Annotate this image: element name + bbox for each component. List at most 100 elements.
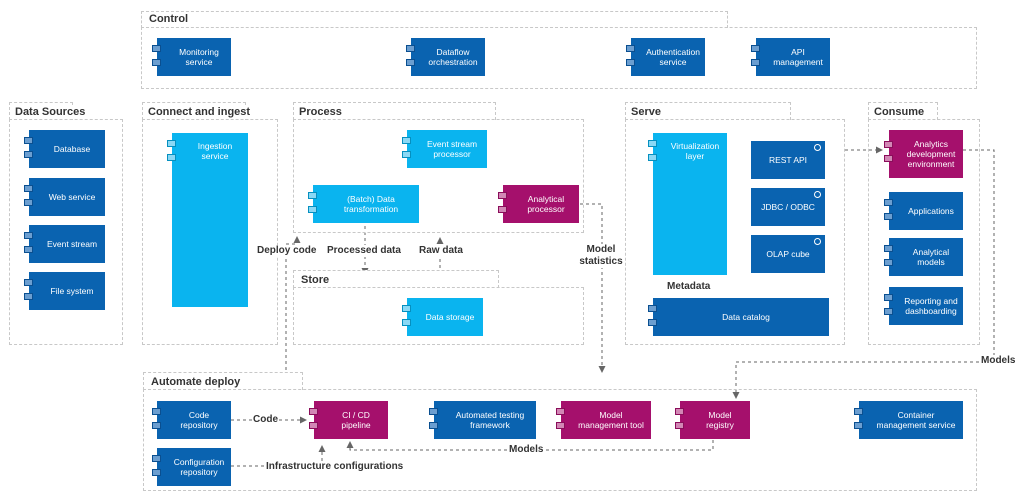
component-icon — [24, 137, 33, 144]
component-icon — [402, 305, 411, 312]
component-icon — [24, 199, 33, 206]
batch-data-transformation[interactable]: (Batch) Data transformation — [313, 185, 419, 223]
component-icon — [406, 59, 415, 66]
code-label: Code — [253, 414, 278, 426]
component-icon — [626, 59, 635, 66]
component-icon — [675, 422, 684, 429]
component-icon — [24, 246, 33, 253]
container-management-service[interactable]: Container management service — [859, 401, 963, 439]
component-icon — [884, 245, 893, 252]
component-icon — [884, 308, 893, 315]
interface-port-icon — [814, 144, 821, 151]
component-icon — [308, 192, 317, 199]
component-icon — [626, 45, 635, 52]
consume-group-title: Consume — [871, 105, 928, 119]
component-icon — [152, 408, 161, 415]
data-sources-group-title: Data Sources — [12, 105, 89, 119]
processed-data-label: Processed data — [327, 245, 401, 257]
component-icon — [402, 137, 411, 144]
component-icon — [429, 408, 438, 415]
component-icon — [402, 151, 411, 158]
analytical-models[interactable]: Analytical models — [889, 238, 963, 276]
cicd-pipeline[interactable]: CI / CD pipeline — [314, 401, 388, 439]
component-icon — [884, 294, 893, 301]
component-icon — [648, 305, 657, 312]
event-stream-source[interactable]: Event stream — [29, 225, 105, 263]
analytical-processor[interactable]: Analytical processor — [503, 185, 579, 223]
virtualization-layer[interactable]: Virtualization layer — [653, 133, 727, 275]
automate-deploy-group — [143, 389, 977, 491]
component-icon — [167, 140, 176, 147]
component-icon — [309, 408, 318, 415]
model-registry[interactable]: Model registry — [680, 401, 750, 439]
component-icon — [751, 59, 760, 66]
jdbc-odbc[interactable]: JDBC / ODBC — [751, 188, 825, 226]
store-group-title: Store — [298, 273, 333, 287]
data-catalog[interactable]: Data catalog — [653, 298, 829, 336]
edge-model-statistics — [580, 203, 606, 373]
data-storage[interactable]: Data storage — [407, 298, 483, 336]
process-group — [293, 119, 584, 233]
component-icon — [24, 293, 33, 300]
component-icon — [152, 422, 161, 429]
authentication-service[interactable]: Authentication service — [631, 38, 705, 76]
ingestion-service[interactable]: Ingestion service — [172, 133, 248, 307]
model-management-tool[interactable]: Model management tool — [561, 401, 651, 439]
interface-port-icon — [814, 191, 821, 198]
raw-data-label: Raw data — [419, 245, 463, 257]
applications[interactable]: Applications — [889, 192, 963, 230]
file-system-source[interactable]: File system — [29, 272, 105, 310]
component-icon — [854, 422, 863, 429]
olap-cube[interactable]: OLAP cube — [751, 235, 825, 273]
database-source[interactable]: Database — [29, 130, 105, 168]
api-management[interactable]: API management — [756, 38, 830, 76]
component-icon — [675, 408, 684, 415]
model-statistics-label: Model statistics — [577, 244, 625, 268]
reporting-dashboarding[interactable]: Reporting and dashboarding — [889, 287, 963, 325]
component-icon — [648, 154, 657, 161]
event-stream-processor[interactable]: Event stream processor — [407, 130, 487, 168]
interface-port-icon — [814, 238, 821, 245]
control-group-title: Control — [146, 12, 192, 26]
component-icon — [854, 408, 863, 415]
code-repository[interactable]: Code repository — [157, 401, 231, 439]
connect-ingest-group-title: Connect and ingest — [145, 105, 254, 119]
connect-ingest-group — [142, 119, 278, 345]
component-icon — [556, 422, 565, 429]
serve-group-title: Serve — [628, 105, 664, 119]
dataflow-orchestration[interactable]: Dataflow orchestration — [411, 38, 485, 76]
web-service-source[interactable]: Web service — [29, 178, 105, 216]
monitoring-service[interactable]: Monitoring service — [157, 38, 231, 76]
models-right-label: Models — [981, 355, 1016, 367]
process-group-title: Process — [296, 105, 345, 119]
component-icon — [429, 422, 438, 429]
component-icon — [884, 141, 893, 148]
analytics-development-environment[interactable]: Analytics development environment — [889, 130, 963, 178]
serve-group-tab — [625, 102, 791, 120]
store-group — [293, 287, 584, 345]
component-icon — [556, 408, 565, 415]
rest-api[interactable]: REST API — [751, 141, 825, 179]
component-icon — [308, 206, 317, 213]
component-icon — [309, 422, 318, 429]
component-icon — [884, 213, 893, 220]
serve-group — [625, 119, 845, 345]
metadata-label: Metadata — [667, 281, 711, 293]
models-bottom-label: Models — [509, 444, 544, 456]
store-group-tab — [293, 270, 499, 288]
component-icon — [406, 45, 415, 52]
component-icon — [402, 319, 411, 326]
control-group — [141, 27, 977, 89]
component-icon — [884, 155, 893, 162]
deploy-code-label: Deploy code — [257, 245, 317, 257]
component-icon — [24, 185, 33, 192]
configuration-repository[interactable]: Configuration repository — [157, 448, 231, 486]
component-icon — [498, 192, 507, 199]
component-icon — [884, 259, 893, 266]
automate-deploy-group-title: Automate deploy — [148, 375, 244, 389]
automated-testing-framework[interactable]: Automated testing framework — [434, 401, 536, 439]
component-icon — [884, 199, 893, 206]
component-icon — [24, 232, 33, 239]
edge-deploy-code — [285, 236, 301, 388]
